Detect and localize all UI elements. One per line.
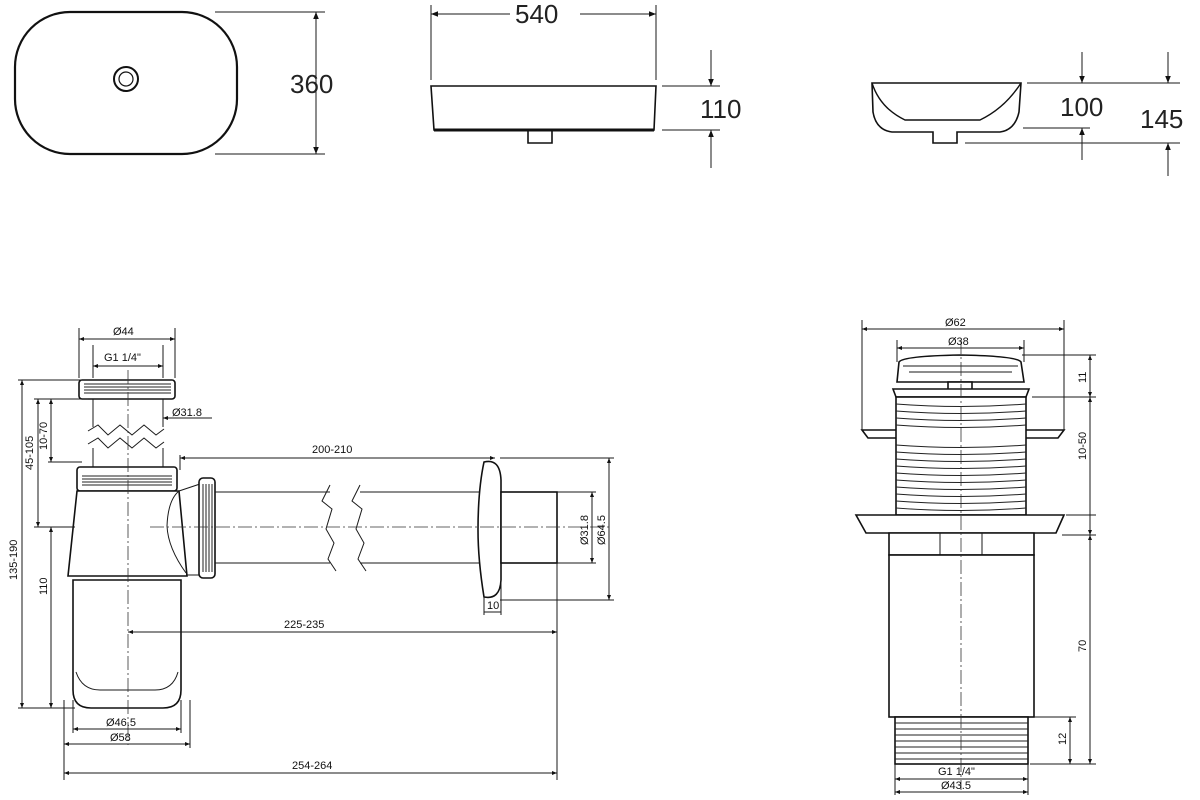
drain-bottom-thread-label: G1 1/4": [938, 766, 975, 778]
siphon-flange-diameter-label: Ø64.5: [596, 515, 608, 545]
siphon-drawing: Ø44 G1 1/4" Ø31.8 135-190 45-105 10-70 1…: [8, 326, 614, 780]
drain-bottom-threads: [895, 722, 1028, 760]
siphon-outlet-length-label: 200-210: [312, 444, 352, 456]
basin-top-view: 360: [13, 10, 333, 156]
siphon-adjust-range-label: 10-70: [38, 422, 50, 450]
drain-drawing: Ø62 Ø38 11 10-50 70 12 G1 1/4" Ø43.5: [854, 317, 1096, 795]
siphon-overall-length-label: 254-264: [292, 760, 332, 772]
siphon-top-diameter-label: Ø44: [113, 326, 134, 338]
siphon-cup-outer-diameter-label: Ø58: [110, 732, 131, 744]
drain-body-length-label: 70: [1077, 640, 1089, 652]
siphon-total-height-label: 135-190: [8, 540, 20, 580]
basin-front-view: 540 110: [430, 0, 741, 168]
basin-side-view: 100 145: [871, 52, 1183, 176]
basin-total-height-label: 145: [1140, 104, 1183, 134]
siphon-cup-inner-diameter-label: Ø46.5: [106, 717, 136, 729]
drain-cap-inner-diameter-label: Ø38: [948, 336, 969, 348]
elbow-nut-threads: [202, 484, 213, 572]
basin-height-label: 110: [700, 94, 741, 124]
siphon-upper-offset-label: 45-105: [24, 436, 36, 470]
drain-clamp-range-label: 10-50: [1077, 432, 1089, 460]
drain-bottom-diameter-label: Ø43.5: [941, 780, 971, 792]
siphon-wall-pipe-diameter-label: Ø31.8: [579, 515, 591, 545]
second-nut-threads: [82, 475, 172, 486]
siphon-flange-thickness-label: 10: [487, 600, 499, 612]
siphon-top-thread-label: G1 1/4": [104, 352, 141, 364]
basin-inner-depth-label: 100: [1060, 92, 1103, 122]
basin-width-label: 540: [515, 0, 558, 29]
siphon-pipe-diameter-label: Ø31.8: [172, 407, 202, 419]
siphon-axis-distance-label: 225-235: [284, 619, 324, 631]
top-nut-threads: [84, 383, 171, 394]
drain-thread-length-label: 12: [1057, 733, 1069, 745]
siphon-body-height-label: 110: [38, 577, 50, 595]
drain-cap-height-label: 11: [1077, 372, 1089, 383]
drain-cap-diameter-label: Ø62: [945, 317, 966, 329]
basin-depth-label: 360: [290, 69, 333, 99]
